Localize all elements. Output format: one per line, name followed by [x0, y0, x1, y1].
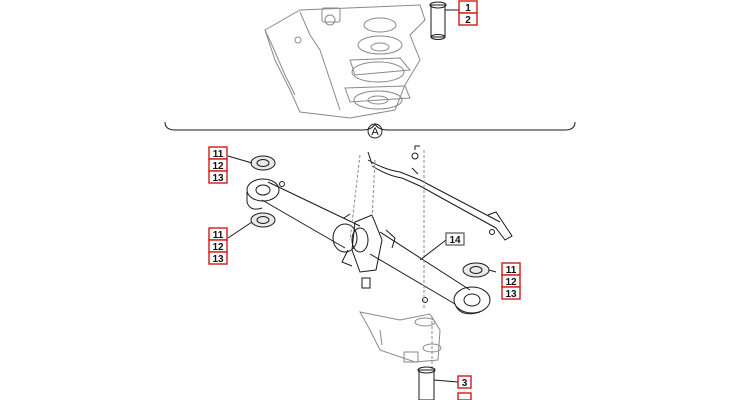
callout-group-left-lower: 11 12 13 [208, 227, 228, 265]
callout-group-top-right: 1 2 [458, 0, 478, 26]
upper-bracket-assembly [264, 4, 426, 119]
washer-right [462, 262, 490, 278]
washer-bottom-left [250, 212, 276, 228]
callout-11[interactable]: 11 [213, 149, 224, 160]
callout-group-cylinder: 14 [445, 232, 465, 246]
callout-1[interactable]: 1 [465, 3, 471, 14]
callout-12[interactable]: 12 [505, 277, 517, 288]
hydraulic-cylinder [246, 178, 491, 315]
callout-12[interactable]: 12 [212, 161, 224, 172]
callout-11[interactable]: 11 [506, 265, 517, 276]
callout-group-left-upper: 11 12 13 [208, 146, 228, 184]
callout-13[interactable]: 13 [212, 173, 224, 184]
view-label-a: A [371, 126, 379, 138]
callout-group-right: 11 12 13 [501, 262, 521, 300]
hydraulic-hose [367, 145, 513, 241]
callout-11[interactable]: 11 [213, 230, 224, 241]
view-bracket: A [164, 121, 576, 139]
callout-12[interactable]: 12 [212, 242, 224, 253]
callout-14[interactable]: 14 [449, 235, 461, 246]
callout-13[interactable]: 13 [212, 254, 224, 265]
callout-13[interactable]: 13 [505, 289, 517, 300]
leader-lines [227, 9, 497, 383]
callout-3[interactable]: 3 [462, 378, 468, 389]
callout-clipped-box [457, 392, 472, 400]
pin-bottom [417, 366, 436, 400]
washer-top-left [250, 155, 276, 171]
lower-bracket [359, 311, 442, 363]
assembly-lines [349, 150, 433, 370]
callout-2[interactable]: 2 [465, 15, 471, 26]
callout-group-bottom: 3 [457, 375, 472, 400]
pin-top [429, 1, 447, 40]
